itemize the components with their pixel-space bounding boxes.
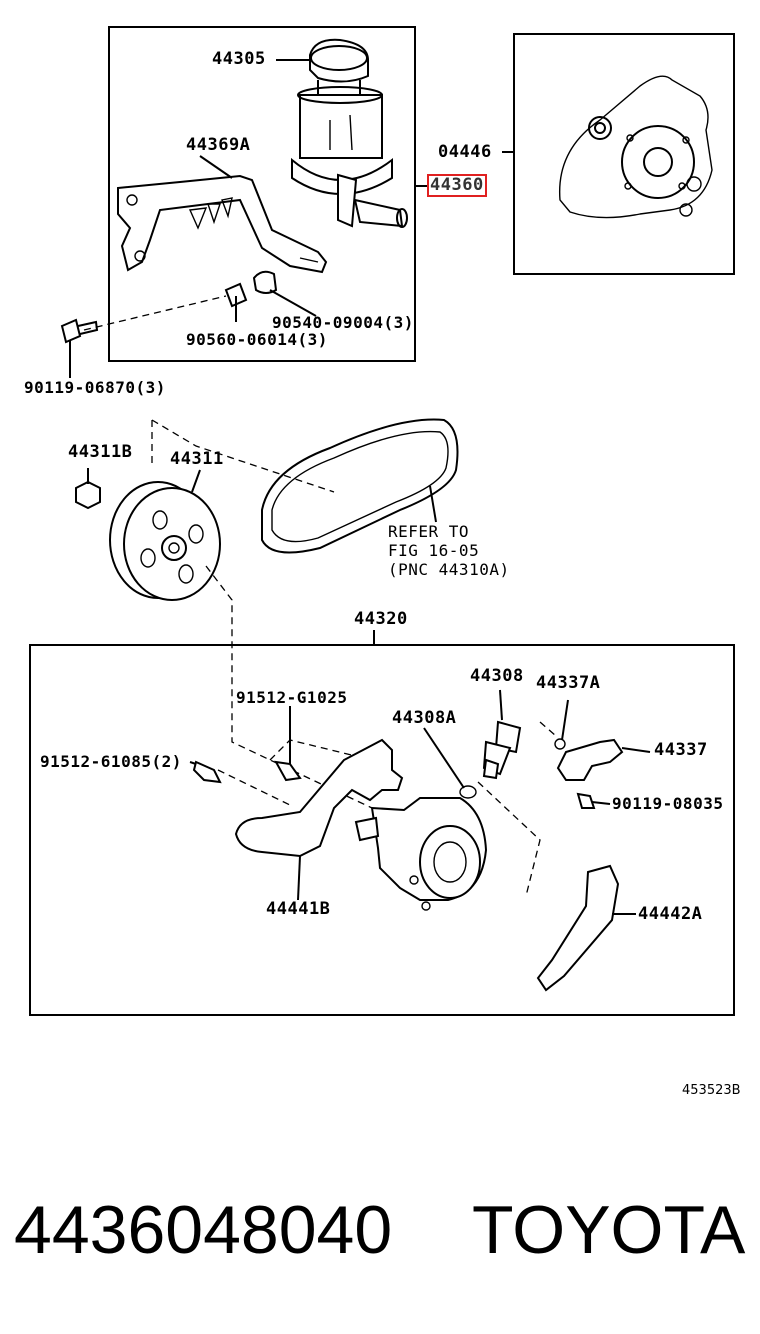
reservoir-group-box — [108, 26, 416, 362]
label-refer-line3: (PNC 44310A) — [388, 560, 510, 579]
label-reservoir-bracket: 44369A — [186, 135, 251, 155]
pump-bracket-drawing — [234, 738, 404, 858]
label-oring-bracket: 44337A — [536, 673, 601, 693]
label-stud-upper: 91512-G1025 — [236, 688, 348, 707]
label-collar: 90560-06014(3) — [186, 330, 328, 349]
label-bolt-top: 90119-06870(3) — [24, 378, 166, 397]
right-bolt-drawing — [576, 792, 596, 809]
label-nut: 44311B — [68, 442, 133, 462]
pump-group-box — [29, 644, 735, 1016]
label-refer-line1: REFER TO — [388, 522, 470, 541]
label-reservoir: 44305 — [212, 49, 266, 69]
label-refer-line2: FIG 16-05 — [388, 541, 480, 560]
label-bracket-right: 44337 — [654, 740, 708, 760]
label-bracket-lower: 44441B — [266, 899, 331, 919]
right-bracket-drawing — [556, 738, 624, 781]
grommet-drawing — [252, 270, 278, 294]
label-stay: 44442A — [638, 904, 703, 924]
leader-lines — [69, 59, 651, 915]
pulley-drawing — [109, 481, 221, 601]
label-stud-left: 91512-61085(2) — [40, 752, 182, 771]
figure-ref: 453523B — [682, 1083, 741, 1098]
reservoir-bracket-drawing — [117, 174, 328, 274]
label-union: 44308 — [470, 666, 524, 686]
label-pulley: 44311 — [170, 449, 224, 469]
collar-drawing — [224, 282, 248, 308]
brand-name: TOYOTA — [472, 1192, 746, 1268]
union-drawing — [482, 720, 522, 780]
stay-drawing — [536, 864, 620, 992]
top-bolt-drawing — [60, 318, 99, 344]
pump-body-drawing — [354, 797, 488, 911]
part-number: 4436048040 — [14, 1192, 393, 1268]
label-grommet: 90540-09004(3) — [272, 313, 414, 332]
label-reservoir-assy: 44360 — [427, 174, 487, 197]
label-bolt-right: 90119-08035 — [612, 794, 724, 813]
label-pump-assy: 44320 — [354, 609, 408, 629]
nut-drawing — [75, 480, 101, 510]
gasket-kit-drawing — [558, 75, 713, 219]
oring-bracket-drawing — [554, 738, 566, 750]
oring-union-drawing — [459, 785, 477, 799]
label-oring-union: 44308A — [392, 708, 457, 728]
studs-drawing — [192, 760, 302, 784]
label-gasket-kit: 04446 — [438, 142, 492, 162]
belt-drawing — [261, 418, 459, 554]
gasket-kit-box — [513, 33, 735, 275]
reservoir-drawing — [291, 38, 408, 228]
